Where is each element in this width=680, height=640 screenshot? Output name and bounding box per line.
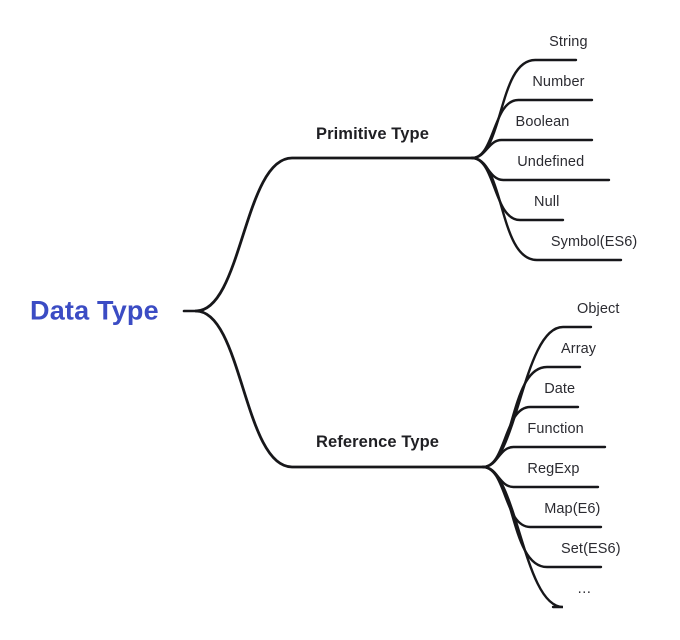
leaf-label-0-4: Null [534, 193, 560, 210]
branch-stem-0 [194, 156, 474, 313]
leaf-label-1-4: RegExp [527, 460, 580, 477]
branch-stem-1 [194, 309, 485, 469]
leaf-label-0-5: Symbol(ES6) [550, 233, 638, 250]
leaf-label-1-7: … [577, 580, 592, 597]
leaf-connector-1-3 [481, 445, 607, 469]
leaf-label-0-2: Boolean [515, 113, 570, 130]
root-node-label: Data Type [30, 295, 159, 326]
leaf-label-1-2: Date [544, 380, 576, 397]
leaf-label-1-6: Set(ES6) [561, 540, 621, 557]
branch-label-0: Primitive Type [316, 124, 429, 143]
leaf-label-1-1: Array [561, 340, 597, 357]
leaf-label-1-5: Map(E6) [544, 500, 601, 517]
leaf-label-0-3: Undefined [517, 153, 585, 170]
leaf-connector-0-5 [470, 156, 623, 262]
leaf-label-1-3: Function [527, 420, 584, 437]
leaf-label-0-0: String [549, 33, 588, 50]
leaf-label-0-1: Number [532, 73, 585, 90]
leaf-label-1-0: Object [577, 300, 620, 317]
branch-label-1: Reference Type [316, 432, 440, 451]
leaf-connector-1-7 [481, 465, 564, 609]
